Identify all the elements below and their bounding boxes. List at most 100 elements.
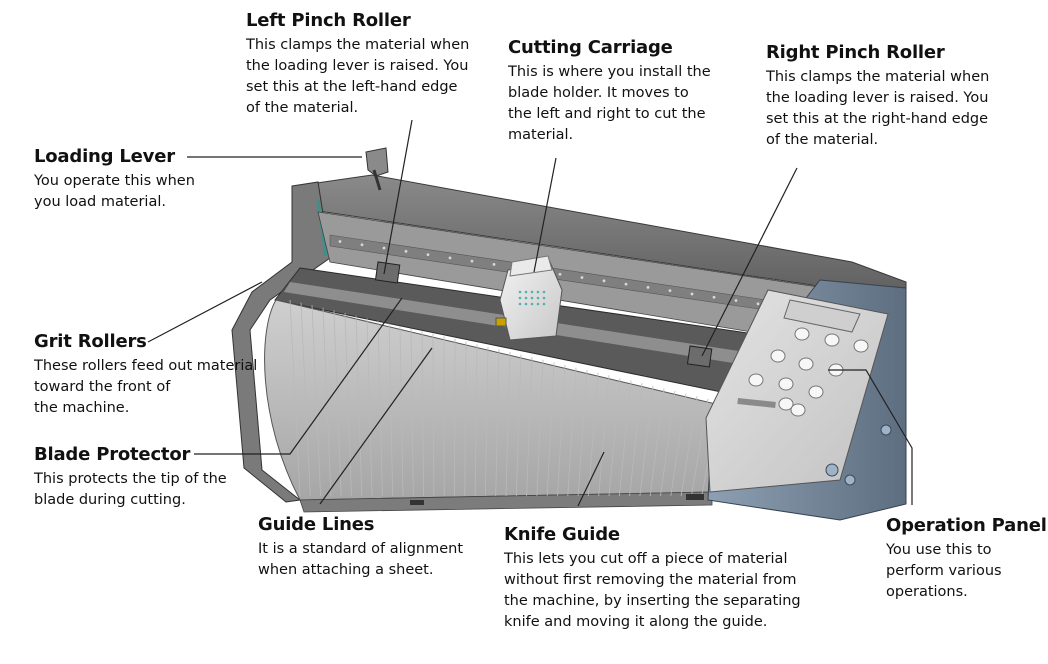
guide-stripe bbox=[608, 377, 621, 497]
rail-dot bbox=[492, 263, 496, 266]
side-port bbox=[880, 424, 892, 436]
leader-blade-protector bbox=[194, 297, 403, 455]
callout-text: This lets you cut off a piece of materia… bbox=[504, 551, 801, 630]
leader-lines bbox=[147, 119, 913, 507]
vent-dot bbox=[524, 296, 528, 300]
rail-dot bbox=[580, 276, 584, 279]
guide-stripe bbox=[355, 315, 363, 497]
foot bbox=[686, 494, 704, 500]
panel-display bbox=[783, 299, 861, 333]
rail-dot bbox=[756, 302, 760, 306]
guide-stripe bbox=[546, 362, 555, 497]
panel-button bbox=[770, 349, 786, 363]
panel-logo-plate bbox=[737, 398, 776, 408]
callout-loading-lever: Loading Lever You operate this when you … bbox=[34, 146, 195, 213]
blade-holder-tip bbox=[495, 317, 507, 327]
guide-stripe bbox=[377, 320, 383, 497]
callout-title: Operation Panel bbox=[886, 515, 1047, 536]
guide-stripe bbox=[366, 318, 373, 497]
callout-title: Loading Lever bbox=[34, 146, 175, 167]
guide-stripe bbox=[567, 367, 577, 497]
callout-text: You use this to perform various operatio… bbox=[886, 542, 1002, 600]
leader-knife-guide bbox=[577, 451, 605, 507]
rail-dot bbox=[448, 256, 452, 260]
callout-text: This protects the tip of the blade durin… bbox=[34, 471, 227, 508]
rail-dot bbox=[382, 246, 386, 250]
guide-stripe bbox=[399, 325, 404, 497]
vent-dot bbox=[536, 290, 540, 294]
guide-stripe bbox=[485, 346, 489, 497]
callout-left-pinch-roller: Left Pinch Roller This clamps the materi… bbox=[246, 10, 469, 119]
callout-guide-lines: Guide Lines It is a standard of alignmen… bbox=[258, 514, 463, 581]
rail-dot bbox=[646, 285, 650, 289]
vent-dot bbox=[542, 290, 546, 294]
guide-stripe bbox=[495, 349, 500, 497]
vent-dot bbox=[530, 290, 534, 294]
rail-dot bbox=[734, 299, 738, 302]
callout-text: This clamps the material when the loadin… bbox=[766, 69, 990, 148]
guide-stripe bbox=[410, 328, 414, 497]
panel-button bbox=[853, 339, 869, 353]
guide-stripe bbox=[333, 310, 342, 497]
guide-stripe bbox=[505, 351, 511, 497]
panel-button bbox=[748, 373, 764, 387]
rail-dot bbox=[404, 249, 408, 253]
leader-operation-panel bbox=[828, 369, 913, 505]
guide-stripe bbox=[464, 341, 467, 497]
guide-stripe bbox=[588, 372, 599, 497]
vent-dot bbox=[518, 290, 522, 294]
guide-stripe bbox=[557, 364, 566, 497]
rail-dot bbox=[558, 272, 562, 276]
vent-dot bbox=[536, 302, 540, 306]
guide-stripe bbox=[515, 354, 522, 497]
panel-button bbox=[790, 403, 806, 417]
callout-text: These rollers feed out material toward t… bbox=[34, 358, 258, 416]
callout-text: It is a standard of alignment when attac… bbox=[258, 541, 464, 578]
guide-stripe bbox=[526, 357, 533, 497]
guide-stripe bbox=[300, 302, 311, 497]
vent-dot bbox=[530, 302, 534, 306]
guide-stripe bbox=[649, 388, 665, 497]
leader-left-pinch-roller bbox=[383, 119, 413, 275]
callout-text: This clamps the material when the loadin… bbox=[246, 37, 470, 116]
loading-lever-handle bbox=[365, 147, 389, 177]
guide-stripe bbox=[629, 383, 643, 497]
rail-dot bbox=[426, 253, 430, 257]
callout-title: Cutting Carriage bbox=[508, 37, 673, 58]
rail-dot bbox=[338, 240, 342, 243]
guide-stripe bbox=[680, 396, 698, 497]
panel-button bbox=[778, 377, 794, 391]
callout-blade-protector: Blade Protector This protects the tip of… bbox=[34, 444, 227, 511]
side-port bbox=[844, 474, 856, 486]
leader-right-pinch-roller bbox=[701, 167, 798, 357]
leader-grit-rollers bbox=[147, 281, 263, 343]
guide-stripe bbox=[289, 299, 301, 497]
cutting-carriage-body bbox=[499, 261, 563, 341]
leader-guide-lines bbox=[319, 347, 433, 505]
left-pinch-roller-body bbox=[374, 261, 401, 284]
rail-dot bbox=[360, 243, 364, 247]
guide-stripe bbox=[577, 370, 588, 497]
guide-stripe bbox=[311, 305, 321, 497]
guide-stripe bbox=[639, 385, 654, 497]
vent-dot bbox=[530, 296, 534, 300]
rail-dot bbox=[624, 282, 628, 286]
right-pinch-roller-body bbox=[686, 345, 713, 368]
side-port bbox=[825, 463, 839, 477]
vent-dot bbox=[518, 296, 522, 300]
rail-dot bbox=[470, 259, 474, 263]
guide-stripe bbox=[618, 380, 632, 497]
callout-right-pinch-roller: Right Pinch Roller This clamps the mater… bbox=[766, 42, 989, 151]
vent-dot bbox=[524, 290, 528, 294]
callout-text: You operate this when you load material. bbox=[34, 173, 195, 210]
callout-title: Guide Lines bbox=[258, 514, 375, 535]
panel-buttons bbox=[748, 327, 869, 417]
panel-button bbox=[794, 327, 810, 341]
panel-button bbox=[808, 385, 824, 399]
callout-knife-guide: Knife Guide This lets you cut off a piec… bbox=[504, 524, 801, 633]
panel-button bbox=[798, 357, 814, 371]
callout-title: Blade Protector bbox=[34, 444, 191, 465]
vent-dot bbox=[518, 302, 522, 306]
callout-title: Left Pinch Roller bbox=[246, 10, 411, 31]
